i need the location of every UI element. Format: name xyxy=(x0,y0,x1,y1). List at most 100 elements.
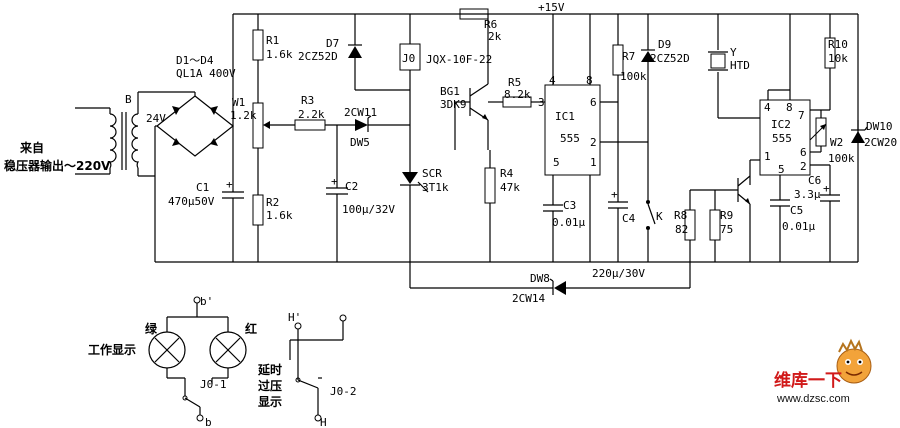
c4-value: 220μ/30V xyxy=(592,267,645,280)
c5-value: 0.01μ xyxy=(782,220,815,233)
delay-label-2: 过压 xyxy=(258,378,282,393)
zener-dw8: DW8 2CW14 xyxy=(410,272,691,305)
w1-value: 1.2k xyxy=(230,109,257,122)
watermark-logo: 维库一下 www.dzsc.com xyxy=(774,338,872,405)
dw5-model: 2CW11 xyxy=(344,106,377,119)
relay-j0: J0 JQX-10F-22 xyxy=(399,14,492,172)
thyristor-scr: SCR 3T1k xyxy=(400,167,449,288)
d9-label: D9 xyxy=(658,38,671,51)
ic2-555: IC2 555 4 8 7 6 2 1 5 xyxy=(749,14,831,200)
r3-value: 2.2k xyxy=(298,108,325,121)
watermark-brand: 维库一下 xyxy=(774,370,842,391)
buzzer-y: Y HTD xyxy=(708,14,760,119)
diode-d9: D9 2CZ52D xyxy=(641,14,690,142)
transformer-b: B 24V xyxy=(108,91,166,177)
ic1-pin3: 3 xyxy=(538,96,545,109)
ic1-label: IC1 xyxy=(555,110,575,123)
ic2-pin6: 6 xyxy=(800,146,807,159)
sw-j02-label: J0-2 xyxy=(330,385,357,398)
c2-label: C2 xyxy=(345,180,358,193)
r1-value: 1.6k xyxy=(266,48,293,61)
c5-label: C5 xyxy=(790,204,803,217)
term-h-top: H' xyxy=(288,311,301,324)
panel-title: 工作显示 xyxy=(88,342,136,357)
r8-value: 82 xyxy=(675,223,688,236)
delay-label-3: 显示 xyxy=(258,395,282,409)
ic2-pin2: 2 xyxy=(800,160,807,173)
transistor-bg1: BG1 3DK9 xyxy=(440,14,489,150)
r9-label: R9 xyxy=(720,209,733,222)
r7-label: R7 xyxy=(622,50,635,63)
resistor-r4-group: R4 47k xyxy=(484,150,520,262)
c1-plus: + xyxy=(226,178,233,191)
scr-label: SCR xyxy=(422,167,442,180)
c6-label: C6 xyxy=(808,174,821,187)
transformer-label: B xyxy=(125,93,132,106)
c6-value: 3.3μ xyxy=(794,188,821,201)
ic2-model: 555 xyxy=(772,132,792,145)
secondary-voltage: 24V xyxy=(146,112,166,125)
r6-label: R6 xyxy=(484,18,497,31)
c2-plus: + xyxy=(331,175,338,188)
mascot-icon xyxy=(836,348,872,384)
resistor-r9-group: R9 75 xyxy=(709,190,733,262)
source-label-line1: 来自 xyxy=(19,140,44,155)
d9-model: 2CZ52D xyxy=(650,52,690,65)
r9-value: 75 xyxy=(720,223,733,236)
resistor-r8-group: R8 82 xyxy=(674,189,715,285)
ic1-pin1: 1 xyxy=(590,156,597,169)
bg1-model: 3DK9 xyxy=(440,98,467,111)
sw-j01-label: J0-1 xyxy=(200,378,227,391)
c2-value: 100μ/32V xyxy=(342,203,395,216)
capacitor-c6: + C6 3.3μ xyxy=(794,174,840,262)
r8-label: R8 xyxy=(674,209,687,222)
ic2-pin7: 7 xyxy=(798,109,805,122)
terminal-b-bot xyxy=(196,414,204,422)
input-source: 来自 稳压器输出～220V xyxy=(4,107,111,175)
y-model: HTD xyxy=(730,59,750,72)
resistor-r3-group: R3 2.2k xyxy=(270,94,355,131)
c1-label: C1 xyxy=(196,181,209,194)
ic2-pin5: 5 xyxy=(778,163,785,176)
ic1-pin6: 6 xyxy=(590,96,597,109)
dw10-model: 2CW20 xyxy=(864,136,897,149)
dw5-label: DW5 xyxy=(350,136,370,149)
r5-label: R5 xyxy=(508,76,521,89)
c3-label: C3 xyxy=(563,199,576,212)
capacitor-c4: + C4 220μ/30V xyxy=(592,188,645,280)
resistor-r6-group: R6 2k +15V xyxy=(459,1,565,43)
resistor-r10-group: R10 10k xyxy=(810,14,848,111)
relay-label: J0 xyxy=(402,52,415,65)
ic1-body xyxy=(544,84,601,176)
scr-model: 3T1k xyxy=(422,181,449,194)
voltage-divider: R1 1.6k W1 1.2k R2 1.6k xyxy=(230,14,293,262)
resistor-r6 xyxy=(459,8,489,20)
r10-value: 10k xyxy=(828,52,848,65)
source-label-line2: 稳压器输出～220V xyxy=(4,158,111,173)
vcc-label: +15V xyxy=(538,1,565,14)
term-h-bot: H xyxy=(320,416,327,428)
terminal-h-bot xyxy=(314,414,322,422)
c1-value: 470μ50V xyxy=(168,195,215,208)
c4-plus: + xyxy=(611,188,618,201)
term-b-bot: b xyxy=(205,416,212,428)
w1-label: W1 xyxy=(232,96,245,109)
indicator-panel: 工作显示 b' 绿 红 J0-1 b 延时 过压 显示 H' xyxy=(88,295,357,428)
bridge-model: QL1A 400V xyxy=(176,67,236,80)
resistor-r3 xyxy=(294,119,326,131)
diode-d7: D7 2CZ52D xyxy=(298,14,410,91)
term-b-top: b' xyxy=(200,295,213,308)
r2-value: 1.6k xyxy=(266,209,293,222)
resistor-r7-group: R7 100k xyxy=(612,14,647,202)
terminal-h-aux xyxy=(339,314,347,322)
c3-value: 0.01μ xyxy=(552,216,585,229)
capacitor-c2: + C2 100μ/32V xyxy=(326,125,395,262)
ic2-body xyxy=(759,99,811,176)
lamp-red-label: 红 xyxy=(245,321,257,336)
ic1-pin2: 2 xyxy=(590,136,597,149)
resistor-r4 xyxy=(484,167,496,204)
bridge-rectifier: D1～D4 QL1A 400V xyxy=(154,14,236,262)
switch-k: K xyxy=(646,142,663,262)
relay-model: JQX-10F-22 xyxy=(426,53,492,66)
